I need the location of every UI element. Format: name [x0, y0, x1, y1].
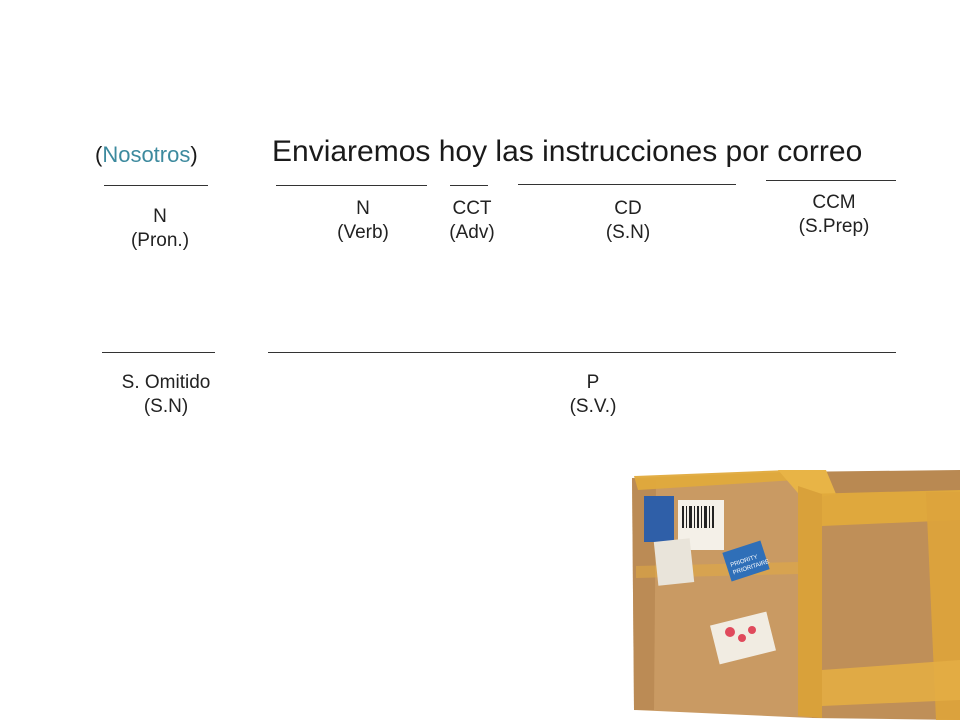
- label-pron-category: (Pron.): [130, 230, 190, 251]
- label-subject-phrase-function: S. Omitido: [121, 372, 211, 393]
- sentence-text: Enviaremos hoy las instrucciones por cor…: [272, 135, 863, 168]
- label-cd-function: CD: [614, 198, 642, 219]
- label-pron: N (Pron.): [100, 205, 220, 253]
- label-cd: CD (S.N): [568, 197, 688, 245]
- omitted-subject: (Nosotros): [95, 140, 198, 170]
- label-predicate: P (S.V.): [533, 371, 653, 419]
- label-verb-function: N: [356, 198, 370, 219]
- label-predicate-category: (S.V.): [569, 396, 617, 417]
- cardboard-parcel-icon: PRIORITY PRIORITAIRE: [626, 470, 960, 720]
- label-cd-category: (S.N): [605, 222, 651, 243]
- underline-pron: [104, 185, 208, 186]
- label-cct-function: CCT: [452, 198, 492, 219]
- label-ccm-function: CCM: [812, 192, 856, 213]
- underline-predicate: [268, 352, 896, 353]
- underline-subject-phrase: [102, 352, 215, 353]
- label-subject-phrase-category: (S.N): [143, 396, 189, 417]
- label-predicate-function: P: [586, 372, 600, 393]
- underline-ccm: [766, 180, 896, 181]
- label-verb: N (Verb): [303, 197, 423, 245]
- underline-cct: [450, 185, 488, 186]
- underline-verb: [276, 185, 427, 186]
- subject-word: Nosotros: [102, 142, 191, 167]
- label-ccm: CCM (S.Prep): [774, 191, 894, 239]
- label-ccm-category: (S.Prep): [798, 216, 870, 237]
- underline-cd: [518, 184, 736, 185]
- label-subject-phrase: S. Omitido (S.N): [96, 371, 236, 419]
- subject-open-paren: (: [95, 142, 103, 167]
- label-verb-category: (Verb): [337, 222, 389, 243]
- subject-close-paren: ): [190, 142, 198, 167]
- label-cct-category: (Adv): [449, 222, 495, 243]
- label-cct: CCT (Adv): [412, 197, 532, 245]
- label-pron-function: N: [153, 206, 167, 227]
